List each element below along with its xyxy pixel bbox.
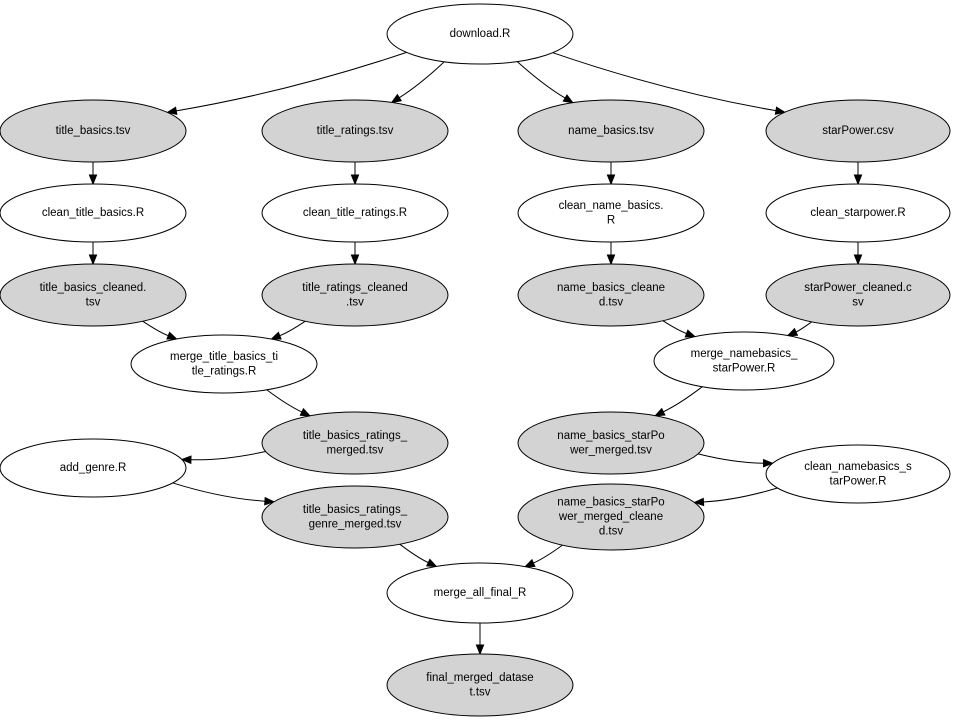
edge-title_basics_ratings_merged-to-add_genre bbox=[190, 451, 266, 461]
node-clean_name_basics[interactable]: clean_name_basics.R bbox=[517, 183, 705, 243]
arrowhead-clean_namebasics_starpower-to-name_basics_starpower_merged_cleaned bbox=[693, 497, 705, 507]
node-shape-merge_all_final[interactable] bbox=[386, 562, 574, 624]
node-shape-title_basics_cleaned[interactable] bbox=[0, 263, 187, 327]
arrowhead-starpower_csv-to-clean_starpower bbox=[853, 174, 863, 186]
node-shape-clean_namebasics_starpower[interactable] bbox=[765, 444, 951, 504]
node-shape-starpower_cleaned[interactable] bbox=[765, 263, 951, 327]
node-shape-starpower_csv[interactable] bbox=[765, 99, 951, 163]
arrowhead-download-to-title_ratings_tsv bbox=[390, 93, 403, 104]
edge-name_basics_starpower_merged_cleaned-to-merge_all_final bbox=[533, 544, 563, 564]
edge-clean_namebasics_starpower-to-name_basics_starpower_merged_cleaned bbox=[703, 487, 778, 503]
node-shape-clean_title_ratings[interactable] bbox=[261, 183, 449, 243]
arrowhead-starpower_cleaned-to-merge_namebasics bbox=[786, 327, 799, 337]
node-download[interactable]: download.R bbox=[386, 3, 574, 65]
node-shape-clean_name_basics[interactable] bbox=[517, 183, 705, 243]
node-shape-name_basics_tsv[interactable] bbox=[517, 99, 705, 163]
node-shape-name_basics_starpower_merged[interactable] bbox=[517, 411, 705, 475]
node-title_basics_ratings_genre_merged[interactable]: title_basics_ratings_genre_merged.tsv bbox=[261, 485, 449, 549]
node-title_basics_tsv[interactable]: title_basics.tsv bbox=[0, 99, 187, 163]
arrowhead-download-to-name_basics_tsv bbox=[562, 94, 574, 104]
arrowhead-clean_starpower-to-starpower_cleaned bbox=[853, 254, 863, 266]
node-title_ratings_tsv[interactable]: title_ratings.tsv bbox=[261, 99, 449, 163]
arrowhead-title_basics_ratings_merged-to-add_genre bbox=[180, 455, 192, 465]
edge-title_basics_ratings_genre_merged-to-merge_all_final bbox=[399, 543, 429, 564]
node-shape-title_basics_ratings_merged[interactable] bbox=[261, 411, 449, 475]
nodes-layer: download.R title_basics.tsv title_ratings.… bbox=[0, 3, 951, 717]
node-shape-title_basics_ratings_genre_merged[interactable] bbox=[261, 485, 449, 549]
node-shape-merge_namebasics[interactable] bbox=[653, 331, 835, 391]
arrowhead-clean_title_basics-to-title_basics_cleaned bbox=[88, 254, 98, 266]
edges-layer bbox=[88, 51, 863, 656]
node-name_basics_tsv[interactable]: name_basics.tsv bbox=[517, 99, 705, 163]
node-shape-download[interactable] bbox=[386, 3, 574, 65]
edge-download-to-name_basics_tsv bbox=[516, 61, 566, 99]
node-title_basics_cleaned[interactable]: title_basics_cleaned.tsv bbox=[0, 263, 187, 327]
arrowhead-title_ratings_tsv-to-clean_title_ratings bbox=[350, 174, 360, 186]
edge-starpower_cleaned-to-merge_namebasics bbox=[795, 321, 813, 333]
arrowhead-merge_all_final-to-final_merged_dataset bbox=[475, 644, 485, 656]
edge-download-to-starpower_csv bbox=[552, 52, 777, 112]
arrowhead-add_genre-to-title_basics_ratings_genre_merged bbox=[264, 496, 276, 506]
arrowhead-title_basics_tsv-to-clean_title_basics bbox=[88, 174, 98, 186]
arrowhead-name_basics_starpower_merged-to-clean_namebasics_starpower bbox=[762, 458, 774, 468]
node-starpower_csv[interactable]: starPower.csv bbox=[765, 99, 951, 163]
arrowhead-title_ratings_cleaned-to-merge_title bbox=[270, 331, 282, 340]
node-shape-clean_title_basics[interactable] bbox=[0, 183, 187, 243]
node-shape-clean_starpower[interactable] bbox=[765, 183, 951, 243]
node-shape-name_basics_cleaned[interactable] bbox=[517, 263, 705, 327]
edge-download-to-title_basics_tsv bbox=[176, 51, 407, 112]
node-title_ratings_cleaned[interactable]: title_ratings_cleaned.tsv bbox=[261, 263, 449, 327]
arrowhead-merge_namebasics-to-name_basics_starpower_merged bbox=[654, 407, 666, 417]
node-merge_namebasics[interactable]: merge_namebasics_starPower.R bbox=[653, 331, 835, 391]
node-clean_title_basics[interactable]: clean_title_basics.R bbox=[0, 183, 187, 243]
edge-name_basics_cleaned-to-merge_namebasics bbox=[662, 320, 687, 335]
node-shape-title_ratings_cleaned[interactable] bbox=[261, 263, 449, 327]
arrowhead-name_basics_cleaned-to-merge_namebasics bbox=[684, 329, 697, 338]
node-clean_title_ratings[interactable]: clean_title_ratings.R bbox=[261, 183, 449, 243]
node-merge_all_final[interactable]: merge_all_final_R bbox=[386, 562, 574, 624]
edge-download-to-title_ratings_tsv bbox=[399, 61, 445, 99]
edge-merge_namebasics-to-name_basics_starpower_merged bbox=[663, 386, 703, 413]
edge-add_genre-to-title_basics_ratings_genre_merged bbox=[172, 482, 265, 502]
node-shape-final_merged_dataset[interactable] bbox=[386, 653, 574, 717]
arrowhead-name_basics_tsv-to-clean_name_basics bbox=[606, 174, 616, 186]
arrowhead-download-to-title_basics_tsv bbox=[166, 106, 178, 116]
node-shape-name_basics_starpower_merged_cleaned[interactable] bbox=[517, 483, 705, 551]
edge-title_basics_cleaned-to-merge_title bbox=[142, 320, 169, 337]
arrowhead-name_basics_starpower_merged_cleaned-to-merge_all_final bbox=[523, 558, 536, 568]
arrowhead-title_basics_ratings_genre_merged-to-merge_all_final bbox=[425, 558, 438, 568]
node-title_basics_ratings_merged[interactable]: title_basics_ratings_merged.tsv bbox=[261, 411, 449, 475]
arrowhead-clean_name_basics-to-name_basics_cleaned bbox=[606, 254, 616, 266]
arrowhead-download-to-starpower_csv bbox=[774, 106, 787, 115]
arrowhead-title_basics_cleaned-to-merge_title bbox=[166, 331, 178, 340]
edge-name_basics_starpower_merged-to-clean_namebasics_starpower bbox=[697, 453, 764, 464]
node-shape-title_basics_tsv[interactable] bbox=[0, 99, 187, 163]
node-shape-title_ratings_tsv[interactable] bbox=[261, 99, 449, 163]
node-clean_starpower[interactable]: clean_starpower.R bbox=[765, 183, 951, 243]
node-add_genre[interactable]: add_genre.R bbox=[0, 438, 187, 498]
node-shape-add_genre[interactable] bbox=[0, 438, 187, 498]
arrowhead-merge_title-to-title_basics_ratings_merged bbox=[299, 407, 312, 417]
node-shape-merge_title[interactable] bbox=[130, 334, 318, 394]
edge-merge_title-to-title_basics_ratings_merged bbox=[266, 389, 303, 413]
edge-title_ratings_cleaned-to-merge_title bbox=[279, 320, 306, 337]
arrowhead-clean_title_ratings-to-title_ratings_cleaned bbox=[350, 254, 360, 266]
